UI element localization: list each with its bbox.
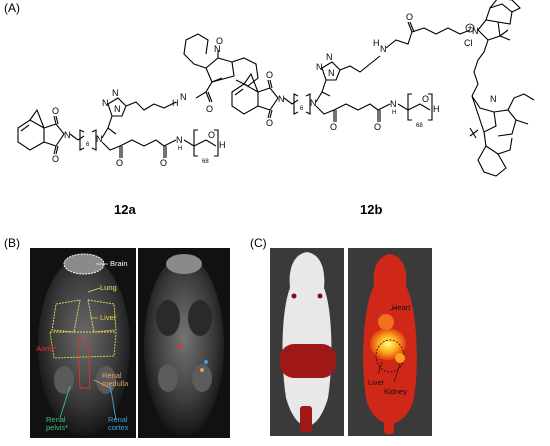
atom-o-12a-5: O: [208, 130, 215, 140]
mri-label-brain: Brain: [110, 259, 128, 268]
atom-n-12b-8: N: [472, 26, 479, 36]
repeat-12a: 68: [202, 159, 209, 165]
atom-n-12a-8: N: [214, 44, 221, 54]
atom-n-12a-3: N: [176, 135, 183, 145]
atom-o-12a-6: O: [206, 104, 213, 114]
fluor-label-kidney: Kidney: [384, 387, 407, 396]
atom-h-12b-3: H: [373, 38, 380, 48]
mri-label-renal-pelvis: Renal pelvis*: [46, 416, 68, 432]
atom-o-12a-2: O: [52, 154, 59, 164]
mri-label-renal-medulla-line2: medulla: [102, 379, 129, 388]
mri-label-renal-cortex-line1: Renal: [108, 415, 128, 424]
fluorescence-image-left: [270, 248, 344, 436]
atom-o-12b-1: O: [266, 70, 273, 80]
atom-n-12b-7: N: [380, 44, 387, 54]
atom-n-12b-4: N: [328, 68, 335, 78]
atom-n-12a-4: N: [114, 104, 121, 114]
compound-12a-label: 12a: [114, 202, 136, 217]
fluor-label-liver: Liver: [368, 378, 385, 387]
atom-o-12b-4: O: [374, 122, 381, 132]
panel-a-label: (A): [4, 1, 20, 15]
fluorescence-image-right: [348, 248, 432, 436]
atom-o-12b-3: O: [330, 122, 337, 132]
mri-label-liver: Liver: [100, 313, 117, 322]
atom-n-12b-5: N: [316, 62, 323, 72]
mri-label-lung: Lung: [100, 283, 117, 292]
atom-n-12a-5: N: [102, 98, 109, 108]
atom-cl-12b: Cl: [464, 38, 473, 48]
spacer-12b: 6: [300, 106, 304, 112]
svg-text:+: +: [468, 23, 473, 33]
mri-label-renal-cortex: Renal cortex: [108, 416, 128, 432]
atom-h-12a-2: H: [219, 140, 226, 150]
atom-h-12a-1: H: [178, 146, 182, 152]
atom-h-12a-3: H: [172, 98, 179, 108]
atom-o-12a-1: O: [52, 106, 59, 116]
repeat-12b: 68: [416, 123, 423, 129]
fluor-label-heart: Heart: [392, 303, 411, 312]
chem-structure-12a: O O N 6 N O O N H O H 68 N N N N H O N O: [17, 33, 259, 168]
atom-n-12b-1: N: [278, 94, 285, 104]
mri-image-left: [30, 248, 136, 438]
atom-n-12a-7: N: [180, 92, 187, 102]
atom-h-12b-1: H: [392, 110, 396, 116]
atom-o-12a-3: O: [116, 158, 123, 168]
compound-12b-label: 12b: [360, 202, 383, 217]
atom-n-12b-9: N: [490, 94, 497, 104]
atom-n-12b-6: N: [326, 52, 333, 62]
mri-label-renal-pelvis-line2: pelvis*: [46, 423, 69, 432]
panel-c-label: (C): [250, 236, 267, 250]
mri-label-renal-medulla-line1: Renal: [102, 371, 122, 380]
atom-n-12a-2: N: [96, 134, 103, 144]
atom-h-12b-2: H: [433, 104, 440, 114]
atom-o-12b-6: O: [406, 12, 413, 22]
panel-b-label: (B): [4, 236, 20, 250]
atom-o-12a-4: O: [160, 158, 167, 168]
atom-n-12a-1: N: [64, 130, 71, 140]
mri-label-renal-pelvis-line1: Renal: [46, 415, 66, 424]
atom-o-12b-5: O: [422, 94, 429, 104]
mri-image-right: [138, 248, 230, 438]
atom-n-12a-6: N: [112, 88, 119, 98]
atom-n-12b-3: N: [390, 99, 397, 109]
spacer-12a: 6: [86, 142, 90, 148]
atom-o-12a-7: O: [216, 36, 223, 46]
atom-o-12b-2: O: [266, 118, 273, 128]
mri-label-aorta: Aorta*: [36, 344, 57, 353]
atom-n-12b-2: N: [310, 98, 317, 108]
mri-label-renal-medulla: Renal medulla: [102, 372, 128, 388]
chem-structure-12b: O O N 6 N O O N H O H 68 N N N N H O N C…: [231, 0, 535, 177]
mri-label-renal-cortex-line2: cortex: [108, 423, 129, 432]
